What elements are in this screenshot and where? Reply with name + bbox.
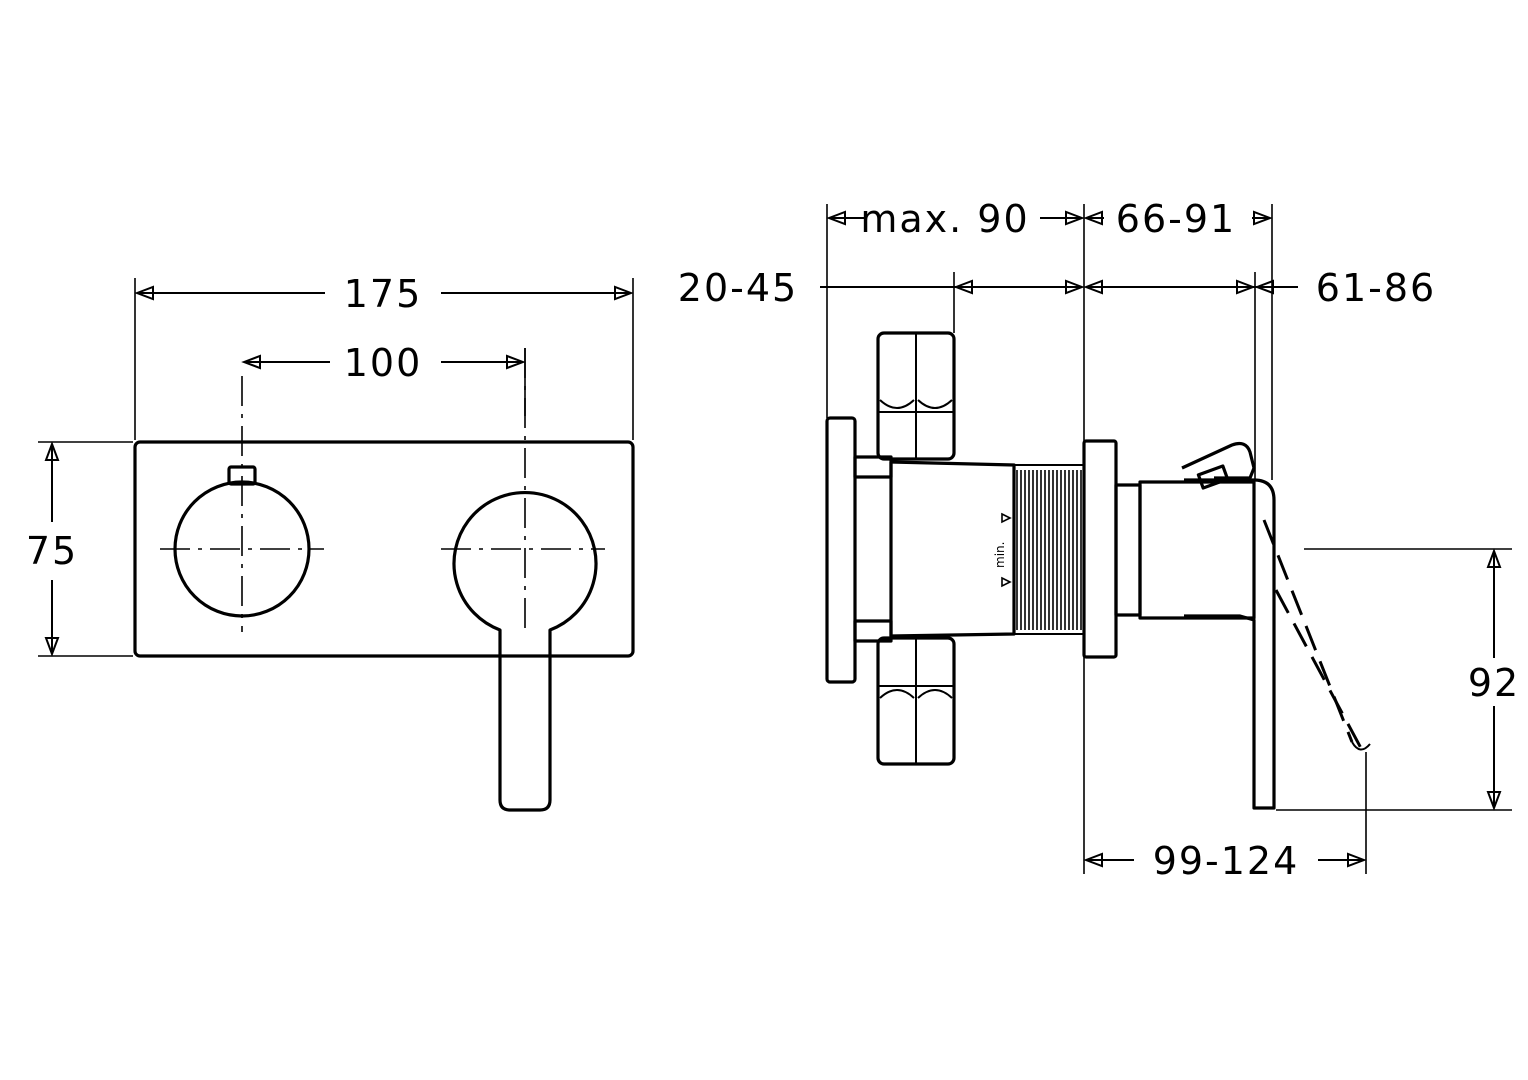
side-view: min. [678, 197, 1520, 883]
dimension-175: 175 [134, 272, 634, 440]
cartridge-housing [1114, 480, 1256, 620]
dimension-20-45: 20-45 [678, 266, 1085, 310]
dimension-99-124-label: 99-124 [1153, 839, 1300, 883]
dimension-92-label: 92 [1468, 661, 1520, 705]
dimension-100: 100 [241, 341, 526, 416]
dimension-100-label: 100 [344, 341, 423, 385]
dimension-75: 75 [26, 441, 133, 657]
lever-alternate-position [1262, 519, 1371, 751]
upper-hex-nut [876, 331, 956, 461]
valve-body: min. [889, 460, 1084, 638]
lower-hex-nut [876, 636, 956, 766]
dimension-99-124: 99-124 [1083, 839, 1367, 883]
dimension-61-86: 61-86 [1083, 266, 1436, 310]
side-extension-lines [826, 204, 1512, 874]
mixer-lever-front [441, 348, 605, 812]
dimension-20-45-label: 20-45 [678, 266, 798, 310]
thermostat-knob [160, 376, 324, 632]
dimension-61-86-label: 61-86 [1316, 266, 1436, 310]
dimension-75-label: 75 [26, 529, 78, 573]
dimension-max-90: max. 90 [826, 197, 1085, 241]
thread-section [1016, 470, 1082, 630]
dimension-92: 92 [1468, 548, 1520, 811]
mounting-flange [825, 416, 857, 684]
wall-flange [1082, 439, 1118, 659]
cover-plate [133, 440, 635, 658]
dimension-175-label: 175 [344, 272, 423, 316]
dimension-66-91-label: 66-91 [1116, 197, 1236, 241]
dimension-max-90-label: max. 90 [860, 197, 1029, 241]
dimension-66-91: 66-91 [1083, 197, 1273, 241]
mixer-lever-side [1181, 441, 1276, 810]
front-view: 175 100 75 [26, 272, 635, 812]
body-marking: min. [993, 542, 1007, 568]
